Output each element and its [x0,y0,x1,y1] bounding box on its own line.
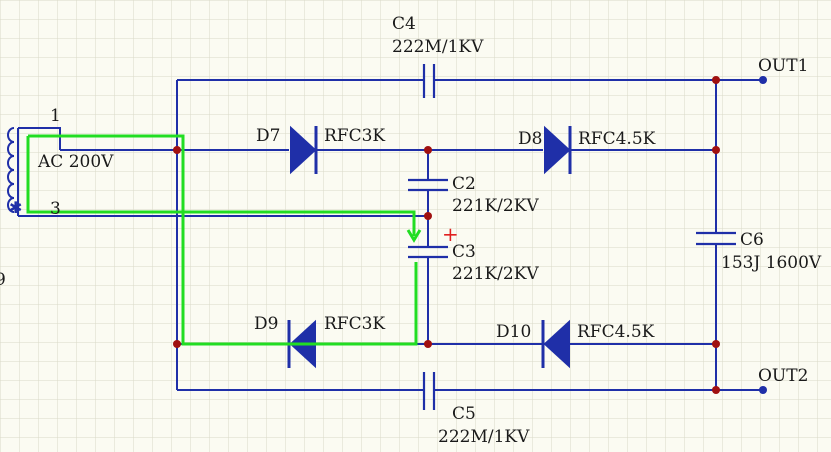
diode-d7 [290,125,318,175]
d10-label: D10 [496,322,531,342]
capacitor-c2 [408,178,448,192]
junction-nodes [173,76,720,394]
c6-value: 153J 1600V [721,253,822,273]
source-label: AC 200V [37,152,114,172]
plus-mark: + [442,222,459,246]
c4-value: 222M/1KV [392,37,484,57]
d10-value: RFC4.5K [577,322,655,342]
pin1-label: 1 [50,106,61,126]
c3-label: C3 [452,242,476,262]
c3-value: 221K/2KV [452,264,539,284]
capacitor-c5 [422,372,436,410]
out2-label: OUT2 [758,366,808,386]
transformer-coil [7,127,15,213]
d7-label: D7 [256,126,280,146]
out1-port [759,76,767,84]
c4-label: C4 [392,14,416,34]
out1-label: OUT1 [758,56,808,76]
d7-value: RFC3K [324,126,385,146]
d8-value: RFC4.5K [578,129,656,149]
coil-star-icon: ✱ [9,198,22,217]
c6-label: C6 [740,230,764,250]
capacitor-c3 [408,245,448,259]
capacitor-c4 [422,64,436,98]
c2-value: 221K/2KV [452,196,539,216]
c5-label: C5 [452,404,476,424]
capacitor-c6 [696,231,736,246]
d9-label: D9 [254,314,278,334]
diode-d8 [544,125,572,175]
d8-label: D8 [518,129,542,149]
c5-value: 222M/1KV [438,427,530,447]
d9-value: RFC3K [324,314,385,334]
out2-port [759,386,767,394]
c2-label: C2 [452,174,476,194]
diode-d10 [541,319,570,369]
highlight-path [26,134,422,346]
pin3-label: 3 [50,199,61,219]
left-fragment-label: 9 [0,270,6,290]
